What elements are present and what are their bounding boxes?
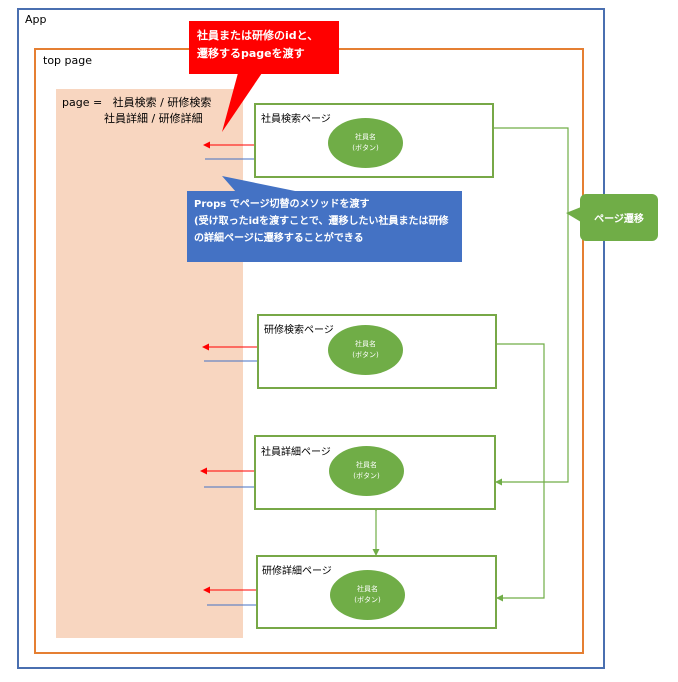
training-name-button-label: 社員名 [355,340,376,348]
page-transition-callout: ページ遷移 [580,194,658,241]
blue-callout-line1: Props でページ切替のメソッドを渡す [194,199,370,210]
training-detail-page-title: 研修詳細ページ [262,566,332,577]
employee-detail-name-button-sub: (ボタン) [353,472,380,480]
employee-detail-name-button[interactable]: 社員名 (ボタン) [329,446,404,496]
page-state-line1: page = 社員検索 / 研修検索 [62,96,212,109]
transition-training-search-to-detail [496,343,545,602]
blue-callout: Props でページ切替のメソッドを渡す (受け取ったidを渡すことで、遷移した… [187,191,462,262]
training-detail-name-button-sub: (ボタン) [354,596,381,604]
training-detail-name-button-label: 社員名 [357,585,378,593]
red-callout-line1: 社員または研修のidと、 [197,29,319,42]
page-state-text: page = 社員検索 / 研修検索 社員詳細 / 研修詳細 [62,95,211,127]
training-name-button[interactable]: 社員名 (ボタン) [328,325,403,375]
employee-name-button[interactable]: 社員名 (ボタン) [328,118,403,168]
blue-callout-line2: (受け取ったidを渡すことで、遷移したい社員または研修 [194,216,449,227]
training-name-button-sub: (ボタン) [352,351,379,359]
green-callout-pointer [566,207,581,222]
employee-detail-name-button-label: 社員名 [356,461,377,469]
top-page-label: top page [43,54,92,67]
page-state-panel [56,89,243,638]
red-callout-pointer [222,73,262,132]
employee-name-button-sub: (ボタン) [352,144,379,152]
transition-employee-search-to-detail [493,127,569,486]
red-callout-line2: 遷移するpageを渡す [197,47,305,60]
page-state-line2: 社員詳細 / 研修詳細 [62,112,203,125]
employee-name-button-label: 社員名 [355,133,376,141]
app-container [17,8,605,669]
employee-detail-page-title: 社員詳細ページ [261,447,331,458]
red-callout: 社員または研修のidと、 遷移するpageを渡す [189,21,339,74]
training-detail-name-button[interactable]: 社員名 (ボタン) [330,570,405,620]
blue-callout-line3: の詳細ページに遷移することができる [194,233,364,244]
employee-search-page-title: 社員検索ページ [261,114,331,125]
app-label: App [25,13,47,26]
training-search-page-title: 研修検索ページ [264,325,334,336]
blue-callout-pointer [222,176,300,192]
